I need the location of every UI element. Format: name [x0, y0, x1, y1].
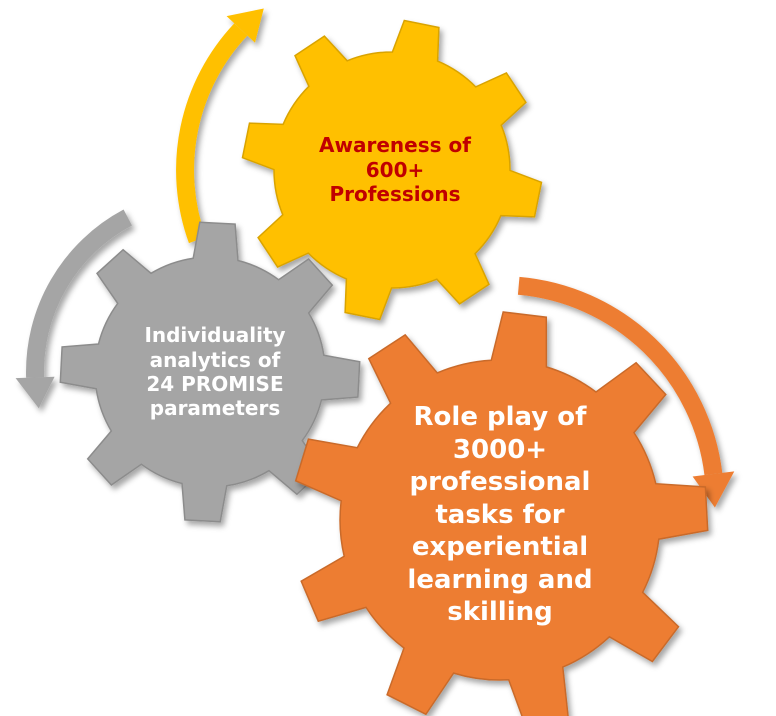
arrow-gray-head	[15, 376, 55, 409]
gray-gear	[59, 221, 361, 523]
arrow-yellow-body	[176, 23, 248, 244]
role-play-gear-label: Role play of 3000+ professional tasks fo…	[407, 402, 593, 628]
yellow-gear	[241, 19, 543, 321]
arrow-yellow-head	[226, 8, 264, 43]
arrow-gray-body	[26, 209, 133, 378]
gray-cycle-arrow	[15, 209, 133, 409]
orange-cycle-arrow	[517, 276, 735, 508]
arrow-orange-body	[517, 276, 723, 476]
orange-gear	[294, 311, 709, 716]
yellow-cycle-arrow	[176, 8, 264, 244]
arrow-orange-head	[692, 471, 735, 508]
individuality-gear-label: Individuality analytics of 24 PROMISE pa…	[144, 323, 286, 421]
awareness-gear-label: Awareness of 600+ Professions	[319, 133, 471, 207]
